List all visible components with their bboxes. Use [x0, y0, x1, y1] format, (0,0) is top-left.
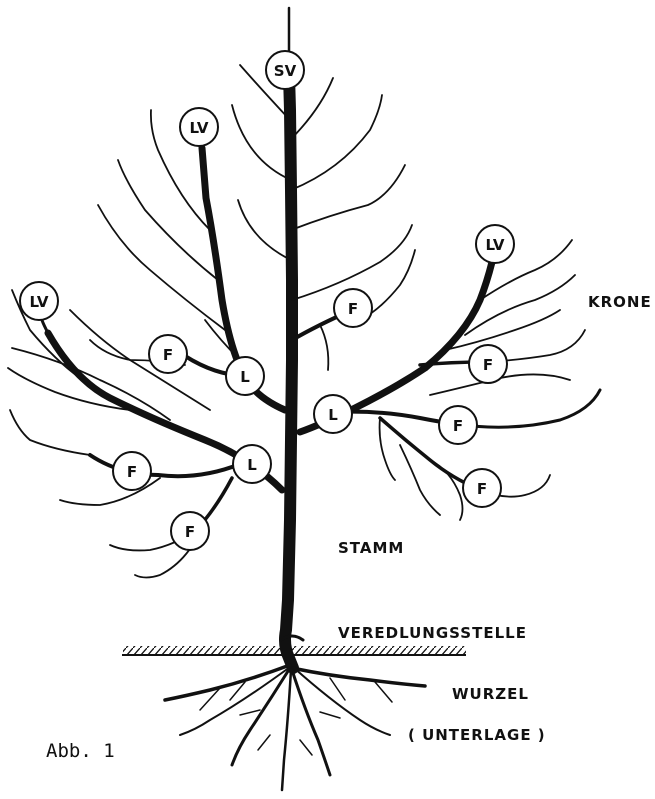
node-f-2: F: [149, 335, 187, 373]
node-l-lower: L: [233, 445, 271, 483]
node-sv: SV: [266, 51, 304, 89]
node-f-5: F: [113, 452, 151, 490]
node-lv-right: LV: [476, 225, 514, 263]
node-l-label: L: [240, 368, 250, 386]
label-wurzel: WURZEL: [452, 685, 529, 703]
node-lv-upper: LV: [180, 108, 218, 146]
node-l-label: L: [328, 406, 338, 424]
node-f-label: F: [477, 480, 487, 498]
node-f-label: F: [348, 300, 358, 318]
roots: [165, 665, 425, 790]
scaffold-branches: [40, 148, 492, 490]
node-f-label: F: [163, 346, 173, 364]
label-veredlungsstelle: VEREDLUNGSSTELLE: [338, 624, 527, 642]
label-stamm: STAMM: [338, 539, 404, 557]
node-f-7: F: [171, 512, 209, 550]
figure-caption: Abb. 1: [46, 740, 115, 762]
node-lv-left: LV: [20, 282, 58, 320]
node-f-3: F: [469, 345, 507, 383]
node-lv-label: LV: [189, 119, 208, 137]
node-l-upper: L: [226, 357, 264, 395]
node-f-label: F: [127, 463, 137, 481]
ground-line: [122, 646, 466, 655]
node-l-middle: L: [314, 395, 352, 433]
node-sv-label: SV: [274, 62, 297, 80]
node-f-4: F: [439, 406, 477, 444]
node-f-1: F: [334, 289, 372, 327]
node-f-label: F: [185, 523, 195, 541]
node-lv-label: LV: [485, 236, 504, 254]
node-lv-label: LV: [29, 293, 48, 311]
label-krone: KRONE: [588, 293, 652, 311]
node-f-label: F: [483, 356, 493, 374]
node-f-6: F: [463, 469, 501, 507]
node-l-label: L: [247, 456, 257, 474]
node-f-label: F: [453, 417, 463, 435]
label-unterlage: ( UNTERLAGE ): [408, 726, 546, 744]
